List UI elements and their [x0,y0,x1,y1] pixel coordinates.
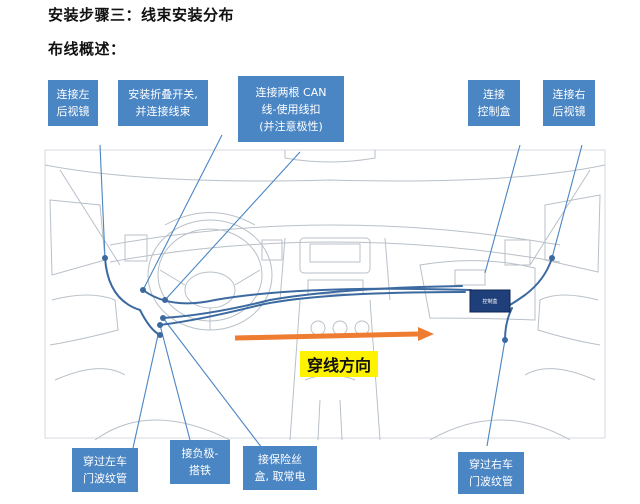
leader-lines [99,134,583,449]
wire-fuse [162,285,463,319]
callout-ground: 接负极- 搭铁 [170,440,230,484]
callout-fuse-box: 接保险丝 盒, 取常电 [243,446,317,490]
direction-label: 穿线方向 [300,351,378,377]
control-box [469,289,511,313]
callout-control-box: 连接 控制盒 [468,80,520,126]
wire-right-door [504,307,513,341]
wire-left-door [104,257,161,336]
callout-fold-switch: 安装折叠开关, 并连接线束 [118,80,208,126]
callout-left-mirror: 连接左 后视镜 [48,80,98,126]
callout-left-door: 穿过左车 门波纹管 [72,448,138,492]
control-box-label: 控制盒 [482,298,497,305]
callout-right-door: 穿过右车 门波纹管 [458,452,524,494]
overview-heading: 布线概述： [48,40,126,58]
direction-arrow [234,327,434,341]
callout-can-wires: 连接两根 CAN 线-使用线扣 (并注意极性) [238,76,344,142]
wire-junctions [102,255,555,343]
step-heading: 安装步骤三：线束安装分布 [48,6,235,24]
wire-ground [159,291,466,326]
callout-right-mirror: 连接右 后视镜 [543,80,595,126]
car-interior-sketch [44,149,606,441]
